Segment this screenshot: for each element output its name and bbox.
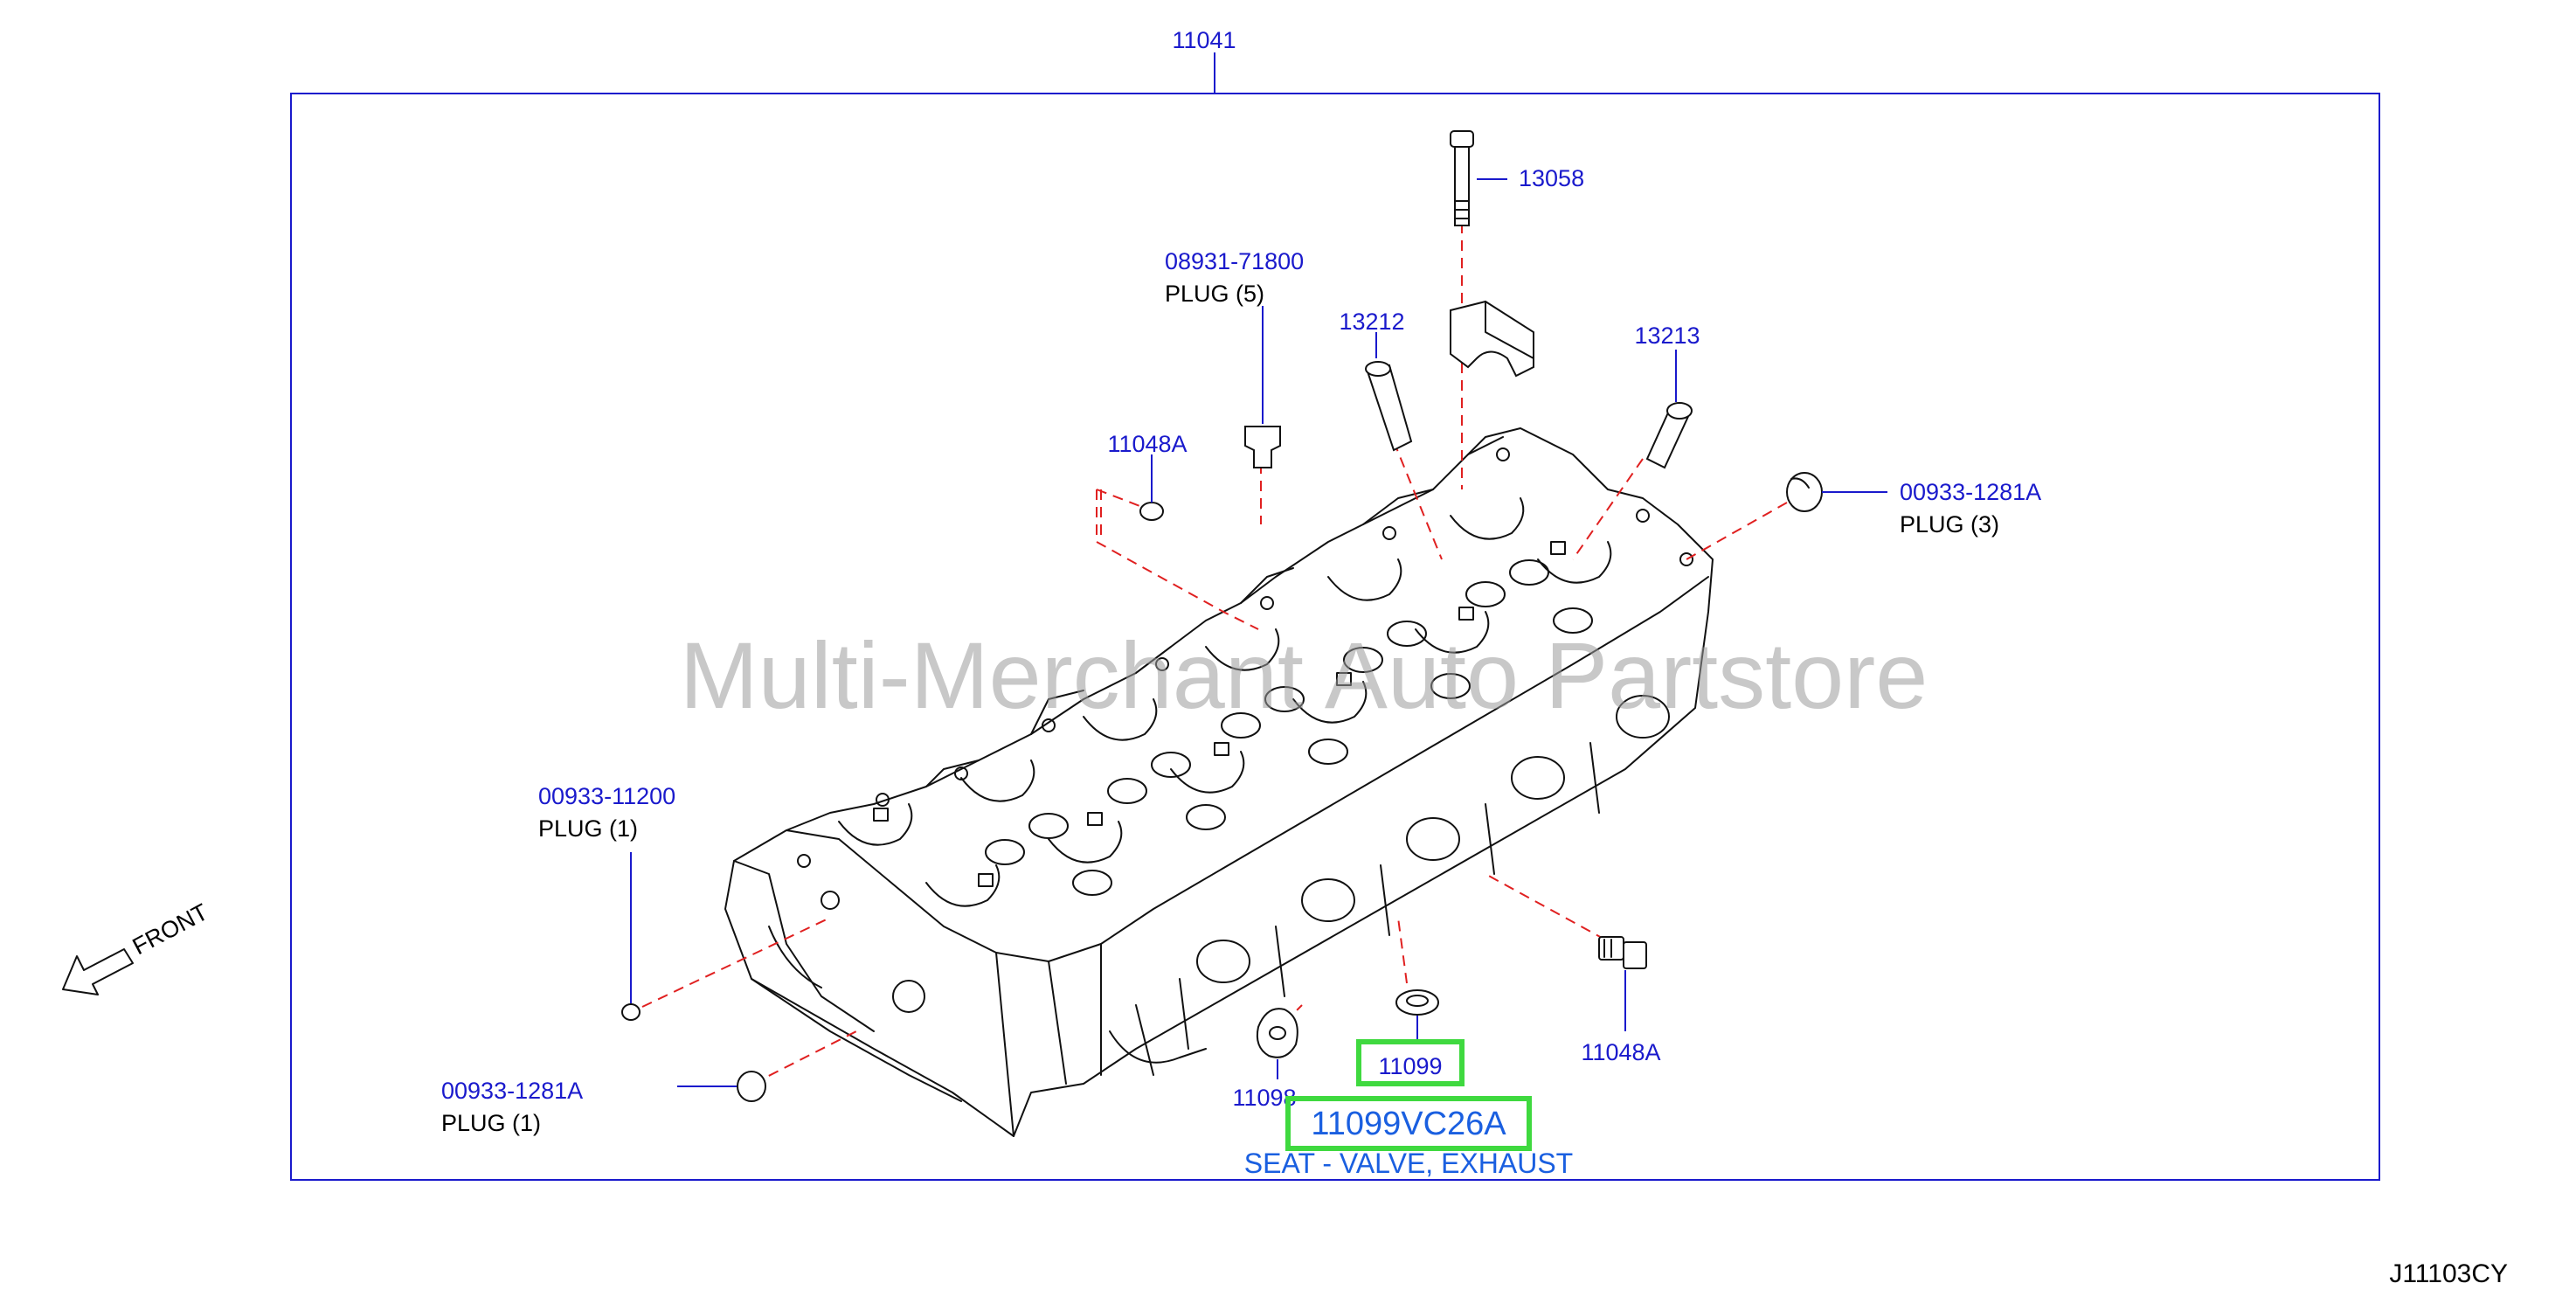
washer-11098-drawing	[1256, 1008, 1298, 1079]
part-00933-left-desc: PLUG (1)	[441, 1110, 541, 1136]
part-11048a-top-drawing	[1139, 454, 1164, 521]
bolt-11048a-bottom-drawing	[1598, 936, 1647, 1031]
front-arrow-icon	[62, 948, 134, 995]
plug-08931-drawing	[1244, 306, 1281, 468]
highlight-part-number[interactable]: 11099VC26A	[1311, 1106, 1506, 1142]
assembly-lines	[641, 223, 1788, 1085]
cam-bracket-drawing	[1450, 300, 1534, 378]
part-00933-11200-desc: PLUG (1)	[538, 815, 638, 842]
seat-11099-drawing	[1395, 989, 1439, 1040]
highlight-description: SEAT - VALVE, EXHAUST	[1244, 1148, 1573, 1179]
top-part-number[interactable]: 11041	[1172, 27, 1236, 53]
highlight-box	[1285, 1096, 1532, 1151]
part-13212-number[interactable]: 13212	[1339, 309, 1404, 335]
front-label: FRONT	[128, 898, 212, 960]
plug-00933-11200-drawing	[621, 852, 641, 1021]
part-13212-drawing	[1365, 332, 1413, 452]
part-13058-number[interactable]: 13058	[1519, 165, 1584, 191]
part-11099-number[interactable]: 11099	[1378, 1053, 1442, 1079]
bolt-13058-drawing	[1450, 130, 1507, 226]
plug-00933-right-drawing	[1786, 472, 1887, 512]
part-08931-number[interactable]: 08931-71800	[1165, 248, 1304, 274]
cylinder-head-drawing	[724, 427, 1714, 1137]
part-11048a-top-number[interactable]: 11048A	[1107, 431, 1187, 457]
part-00933-left-number[interactable]: 00933-1281A	[441, 1078, 583, 1104]
watermark: Multi-Merchant Auto Partstore	[680, 622, 1929, 728]
part-13213-drawing	[1645, 350, 1693, 469]
part-00933-right-desc: PLUG (3)	[1900, 511, 1999, 538]
diagram-reference-code: J11103CY	[2389, 1259, 2508, 1288]
part-08931-desc: PLUG (5)	[1165, 281, 1264, 307]
plug-00933-left-drawing	[677, 1071, 766, 1102]
diagram-frame	[290, 93, 2380, 1181]
part-00933-11200-number[interactable]: 00933-11200	[538, 783, 675, 809]
part-11099-highlight	[1356, 1039, 1465, 1086]
part-11048a-bottom-number[interactable]: 11048A	[1581, 1039, 1660, 1065]
part-00933-right-number[interactable]: 00933-1281A	[1900, 479, 2041, 505]
part-13213-number[interactable]: 13213	[1634, 323, 1700, 349]
